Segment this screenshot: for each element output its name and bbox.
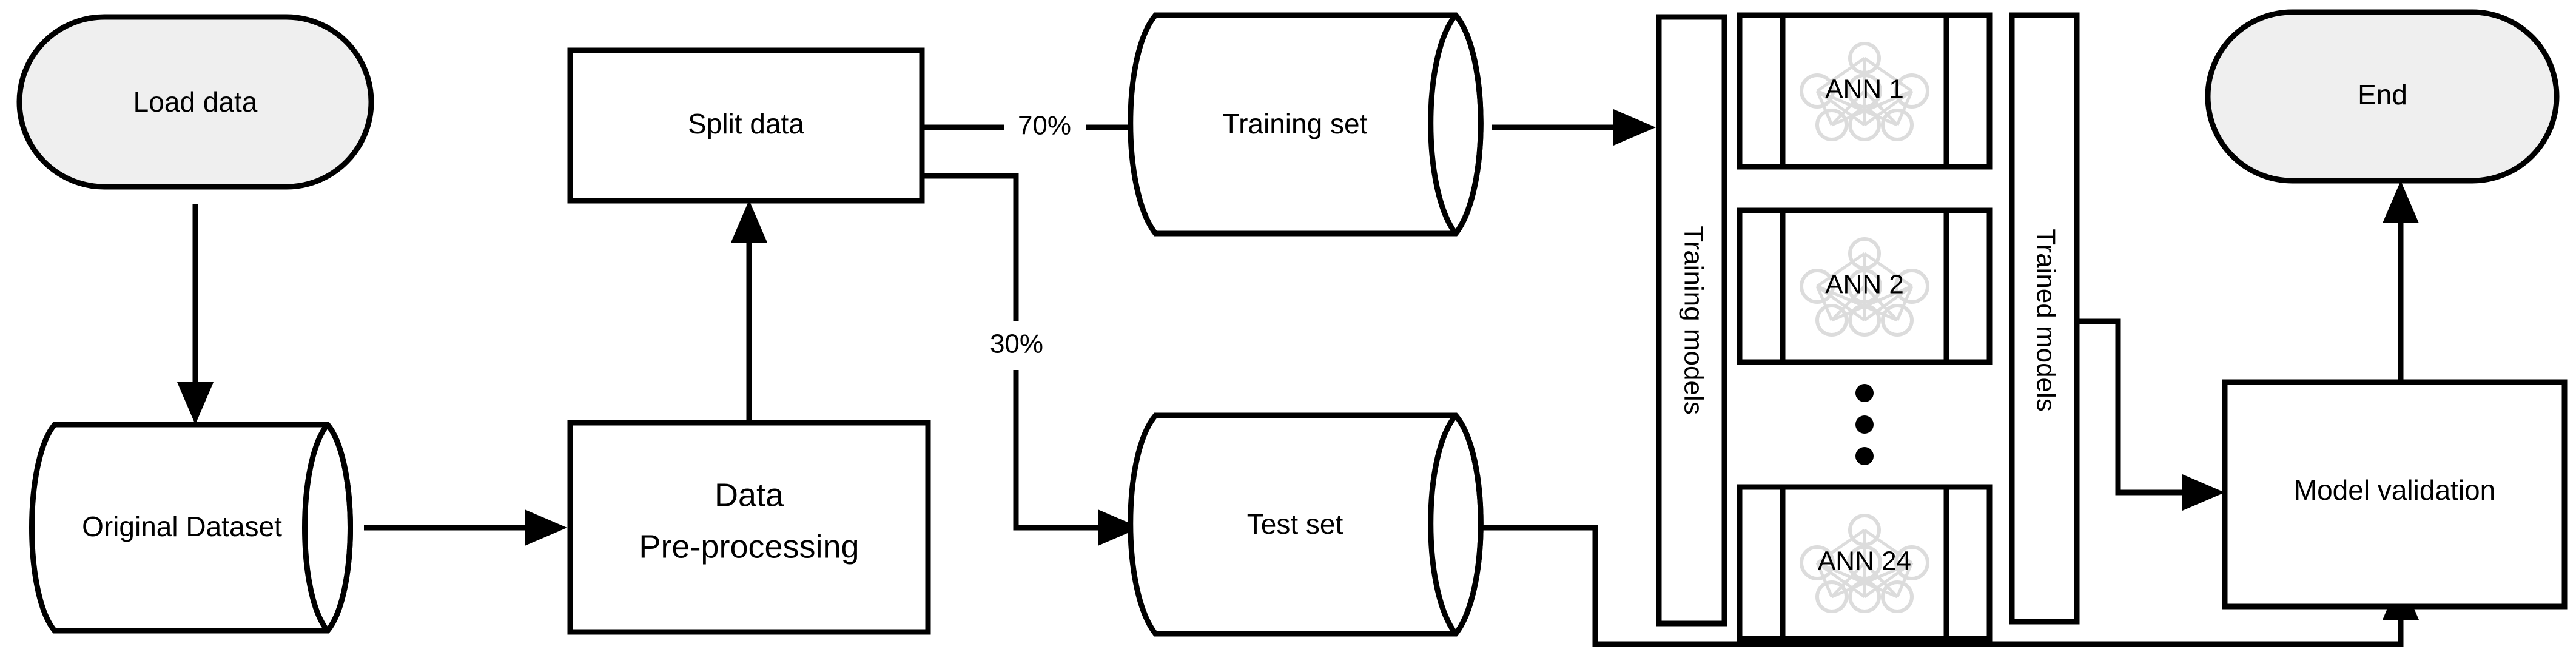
edge-preprocessing-to-split-data <box>731 200 767 422</box>
node-training-set[interactable]: Training set <box>1128 12 1484 237</box>
ann-model-box-24[interactable]: ANN 24 <box>1737 484 1993 642</box>
node-test-set-label: Test set <box>1247 508 1343 540</box>
node-original-dataset-label: Original Dataset <box>82 511 282 542</box>
node-split-data[interactable]: Split data <box>567 47 925 204</box>
ann-model-box-2[interactable]: ANN 2 <box>1737 207 1993 365</box>
edge-split-to-test-set <box>922 173 1140 546</box>
node-test-set[interactable]: Test set <box>1128 412 1484 637</box>
edge-label-30-percent: 30% <box>974 326 1059 365</box>
node-end[interactable]: End <box>2205 9 2560 184</box>
ann-model-box-24-label: ANN 24 <box>1818 546 1911 576</box>
node-training-models-label: Training models <box>1678 226 1708 414</box>
edge-label-70-percent-text: 70% <box>1018 111 1071 141</box>
node-trained-models[interactable]: Trained models <box>2009 12 2080 625</box>
ann-model-box-1[interactable]: ANN 1 <box>1737 12 1993 170</box>
node-load-data[interactable]: Load data <box>16 14 374 190</box>
edge-label-70-percent: 70% <box>1004 108 1086 147</box>
ann-model-box-1-label: ANN 1 <box>1825 75 1904 104</box>
node-end-label: End <box>2358 79 2407 110</box>
node-training-models[interactable]: Training models <box>1656 14 1727 627</box>
node-model-validation-label: Model validation <box>2294 474 2495 506</box>
node-trained-models-label: Trained models <box>2031 229 2060 412</box>
node-split-data-label: Split data <box>688 108 804 139</box>
node-data-preprocessing-label-line2: Pre-processing <box>639 528 859 565</box>
node-data-preprocessing-label-line1: Data <box>715 477 784 513</box>
node-load-data-label: Load data <box>133 86 258 118</box>
node-data-preprocessing[interactable]: Data Pre-processing <box>567 420 931 635</box>
edge-label-30-percent-text: 30% <box>990 329 1043 359</box>
edge-trained-models-to-model-validation <box>2077 318 2225 511</box>
node-original-dataset[interactable]: Original Dataset <box>29 422 353 634</box>
ann-list-ellipsis-icon <box>1855 384 1874 465</box>
edge-load-data-to-original-dataset <box>177 204 214 425</box>
edge-model-validation-to-end <box>2383 181 2419 382</box>
node-model-validation[interactable]: Model validation <box>2222 379 2568 610</box>
node-training-set-label: Training set <box>1223 108 1368 139</box>
ann-model-box-2-label: ANN 2 <box>1825 270 1904 300</box>
edge-training-set-to-training-models <box>1492 109 1656 146</box>
edge-original-dataset-to-preprocessing <box>364 509 567 546</box>
